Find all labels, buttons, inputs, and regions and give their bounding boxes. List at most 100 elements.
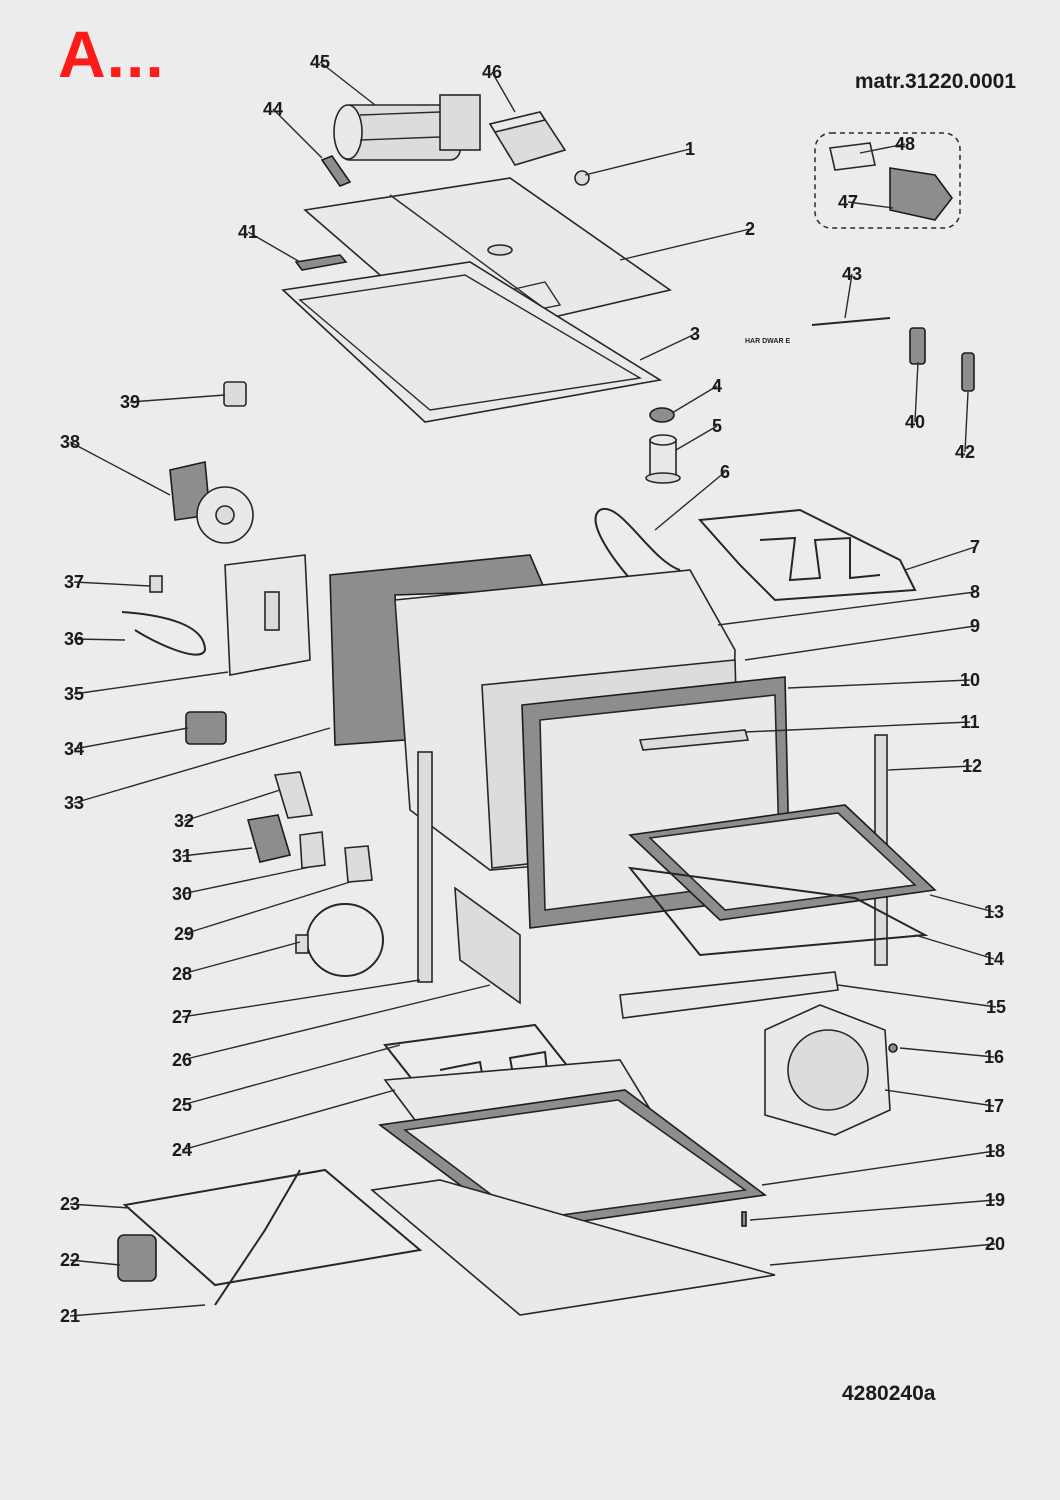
- part-19-screw: [741, 1211, 747, 1227]
- leader-line-41: [247, 231, 301, 263]
- part-20-bottom-cover: [370, 1179, 776, 1316]
- leader-line-3: [639, 333, 696, 361]
- callout-labels-layer: 1234567891011121314151617181920212223242…: [60, 52, 1006, 1326]
- callout-14: 14: [984, 949, 1004, 969]
- callout-40: 40: [905, 412, 925, 432]
- callout-33: 33: [64, 793, 84, 813]
- part-43-label: HAR DWAR E: [745, 338, 790, 345]
- leader-line-9: [744, 625, 976, 661]
- callout-36: 36: [64, 629, 84, 649]
- callout-6: 6: [720, 462, 730, 482]
- part-31-lamp: [246, 814, 292, 863]
- callout-27: 27: [172, 1007, 192, 1027]
- leader-line-45: [319, 61, 376, 106]
- part-30-gasket: [299, 831, 326, 869]
- callout-42: 42: [955, 442, 975, 462]
- part-27-side-rail: [417, 751, 433, 983]
- part-39-bracket: [223, 381, 247, 407]
- part-4-cap: [649, 407, 675, 423]
- part-14-wire-rack: [627, 866, 929, 957]
- callout-43: 43: [842, 264, 862, 284]
- part-28-ring-element: [295, 903, 384, 977]
- leader-line-36: [73, 638, 126, 641]
- leader-line-2: [619, 228, 751, 261]
- part-42-thermostat-probe: [961, 352, 975, 392]
- leader-lines-layer: [69, 61, 997, 1317]
- callout-28: 28: [172, 964, 192, 984]
- leader-line-8: [717, 591, 976, 626]
- part-29-gasket: [344, 845, 373, 883]
- leader-line-19: [749, 1199, 996, 1221]
- callout-35: 35: [64, 684, 84, 704]
- part-17-fan-cover: [764, 1004, 891, 1136]
- part-33-rear-shell: [329, 554, 547, 746]
- callout-11: 11: [960, 712, 979, 732]
- part-15-trim-bar: [619, 971, 839, 1019]
- callout-5: 5: [712, 416, 722, 436]
- callout-3: 3: [690, 324, 700, 344]
- leader-line-14: [914, 934, 995, 960]
- part-3-tray: [281, 261, 663, 423]
- leader-line-43: [844, 273, 853, 319]
- leader-line-20: [769, 1243, 996, 1266]
- leader-line-32: [183, 789, 281, 822]
- leader-line-11: [744, 721, 971, 733]
- callout-26: 26: [172, 1050, 192, 1070]
- leader-line-39: [129, 394, 226, 403]
- callout-34: 34: [64, 739, 84, 759]
- callout-1: 1: [685, 139, 695, 159]
- callout-31: 31: [172, 846, 192, 866]
- callout-15: 15: [986, 997, 1006, 1017]
- leader-line-48: [859, 143, 906, 154]
- callout-37: 37: [64, 572, 84, 592]
- callout-7: 7: [970, 537, 980, 557]
- callout-16: 16: [984, 1047, 1004, 1067]
- part-11-rail: [638, 729, 750, 751]
- leader-line-44: [272, 108, 323, 159]
- leader-line-35: [73, 671, 229, 695]
- callout-19: 19: [985, 1190, 1005, 1210]
- part-36-cable: [121, 611, 207, 656]
- leader-line-15: [837, 984, 997, 1008]
- part-45-fan-assembly: [333, 94, 481, 161]
- part-37-clip: [149, 575, 163, 593]
- leader-line-4: [671, 385, 718, 414]
- leader-line-13: [929, 894, 995, 913]
- leader-line-7: [904, 546, 976, 571]
- leader-line-24: [181, 1089, 396, 1151]
- callout-30: 30: [172, 884, 192, 904]
- part-1-nut: [574, 170, 590, 186]
- parts-layer: HAR DWAR E: [117, 94, 975, 1316]
- part-47-48-kit: [814, 132, 961, 229]
- part-43-wiring-kit: HAR DWAR E: [745, 317, 891, 345]
- leader-line-16: [899, 1047, 995, 1058]
- leader-line-47: [847, 201, 894, 209]
- callout-41: 41: [238, 222, 258, 242]
- leader-line-12: [887, 765, 973, 771]
- part-7-grill-element: [697, 508, 917, 602]
- callout-44: 44: [263, 99, 283, 119]
- part-40-switch: [909, 327, 926, 365]
- leader-line-25: [181, 1044, 401, 1106]
- callout-10: 10: [960, 670, 980, 690]
- leader-line-46: [491, 71, 516, 113]
- callout-32: 32: [174, 811, 194, 831]
- brand-mark: A...: [58, 17, 165, 91]
- part-44-clip: [320, 155, 352, 187]
- leader-line-28: [181, 941, 301, 975]
- part-46-terminal-box: [488, 111, 567, 166]
- callout-29: 29: [174, 924, 194, 944]
- callout-39: 39: [120, 392, 140, 412]
- leader-line-34: [73, 727, 189, 750]
- callout-2: 2: [745, 219, 755, 239]
- callout-38: 38: [60, 432, 80, 452]
- leader-line-37: [73, 581, 151, 587]
- part-6-sensor: [594, 507, 681, 601]
- part-5-lamp-holder: [645, 434, 681, 484]
- part-38-cooling-fan: [169, 461, 254, 544]
- callout-12: 12: [962, 756, 982, 776]
- part-34-switch: [185, 711, 227, 745]
- callout-17: 17: [984, 1096, 1004, 1116]
- callout-13: 13: [984, 902, 1004, 922]
